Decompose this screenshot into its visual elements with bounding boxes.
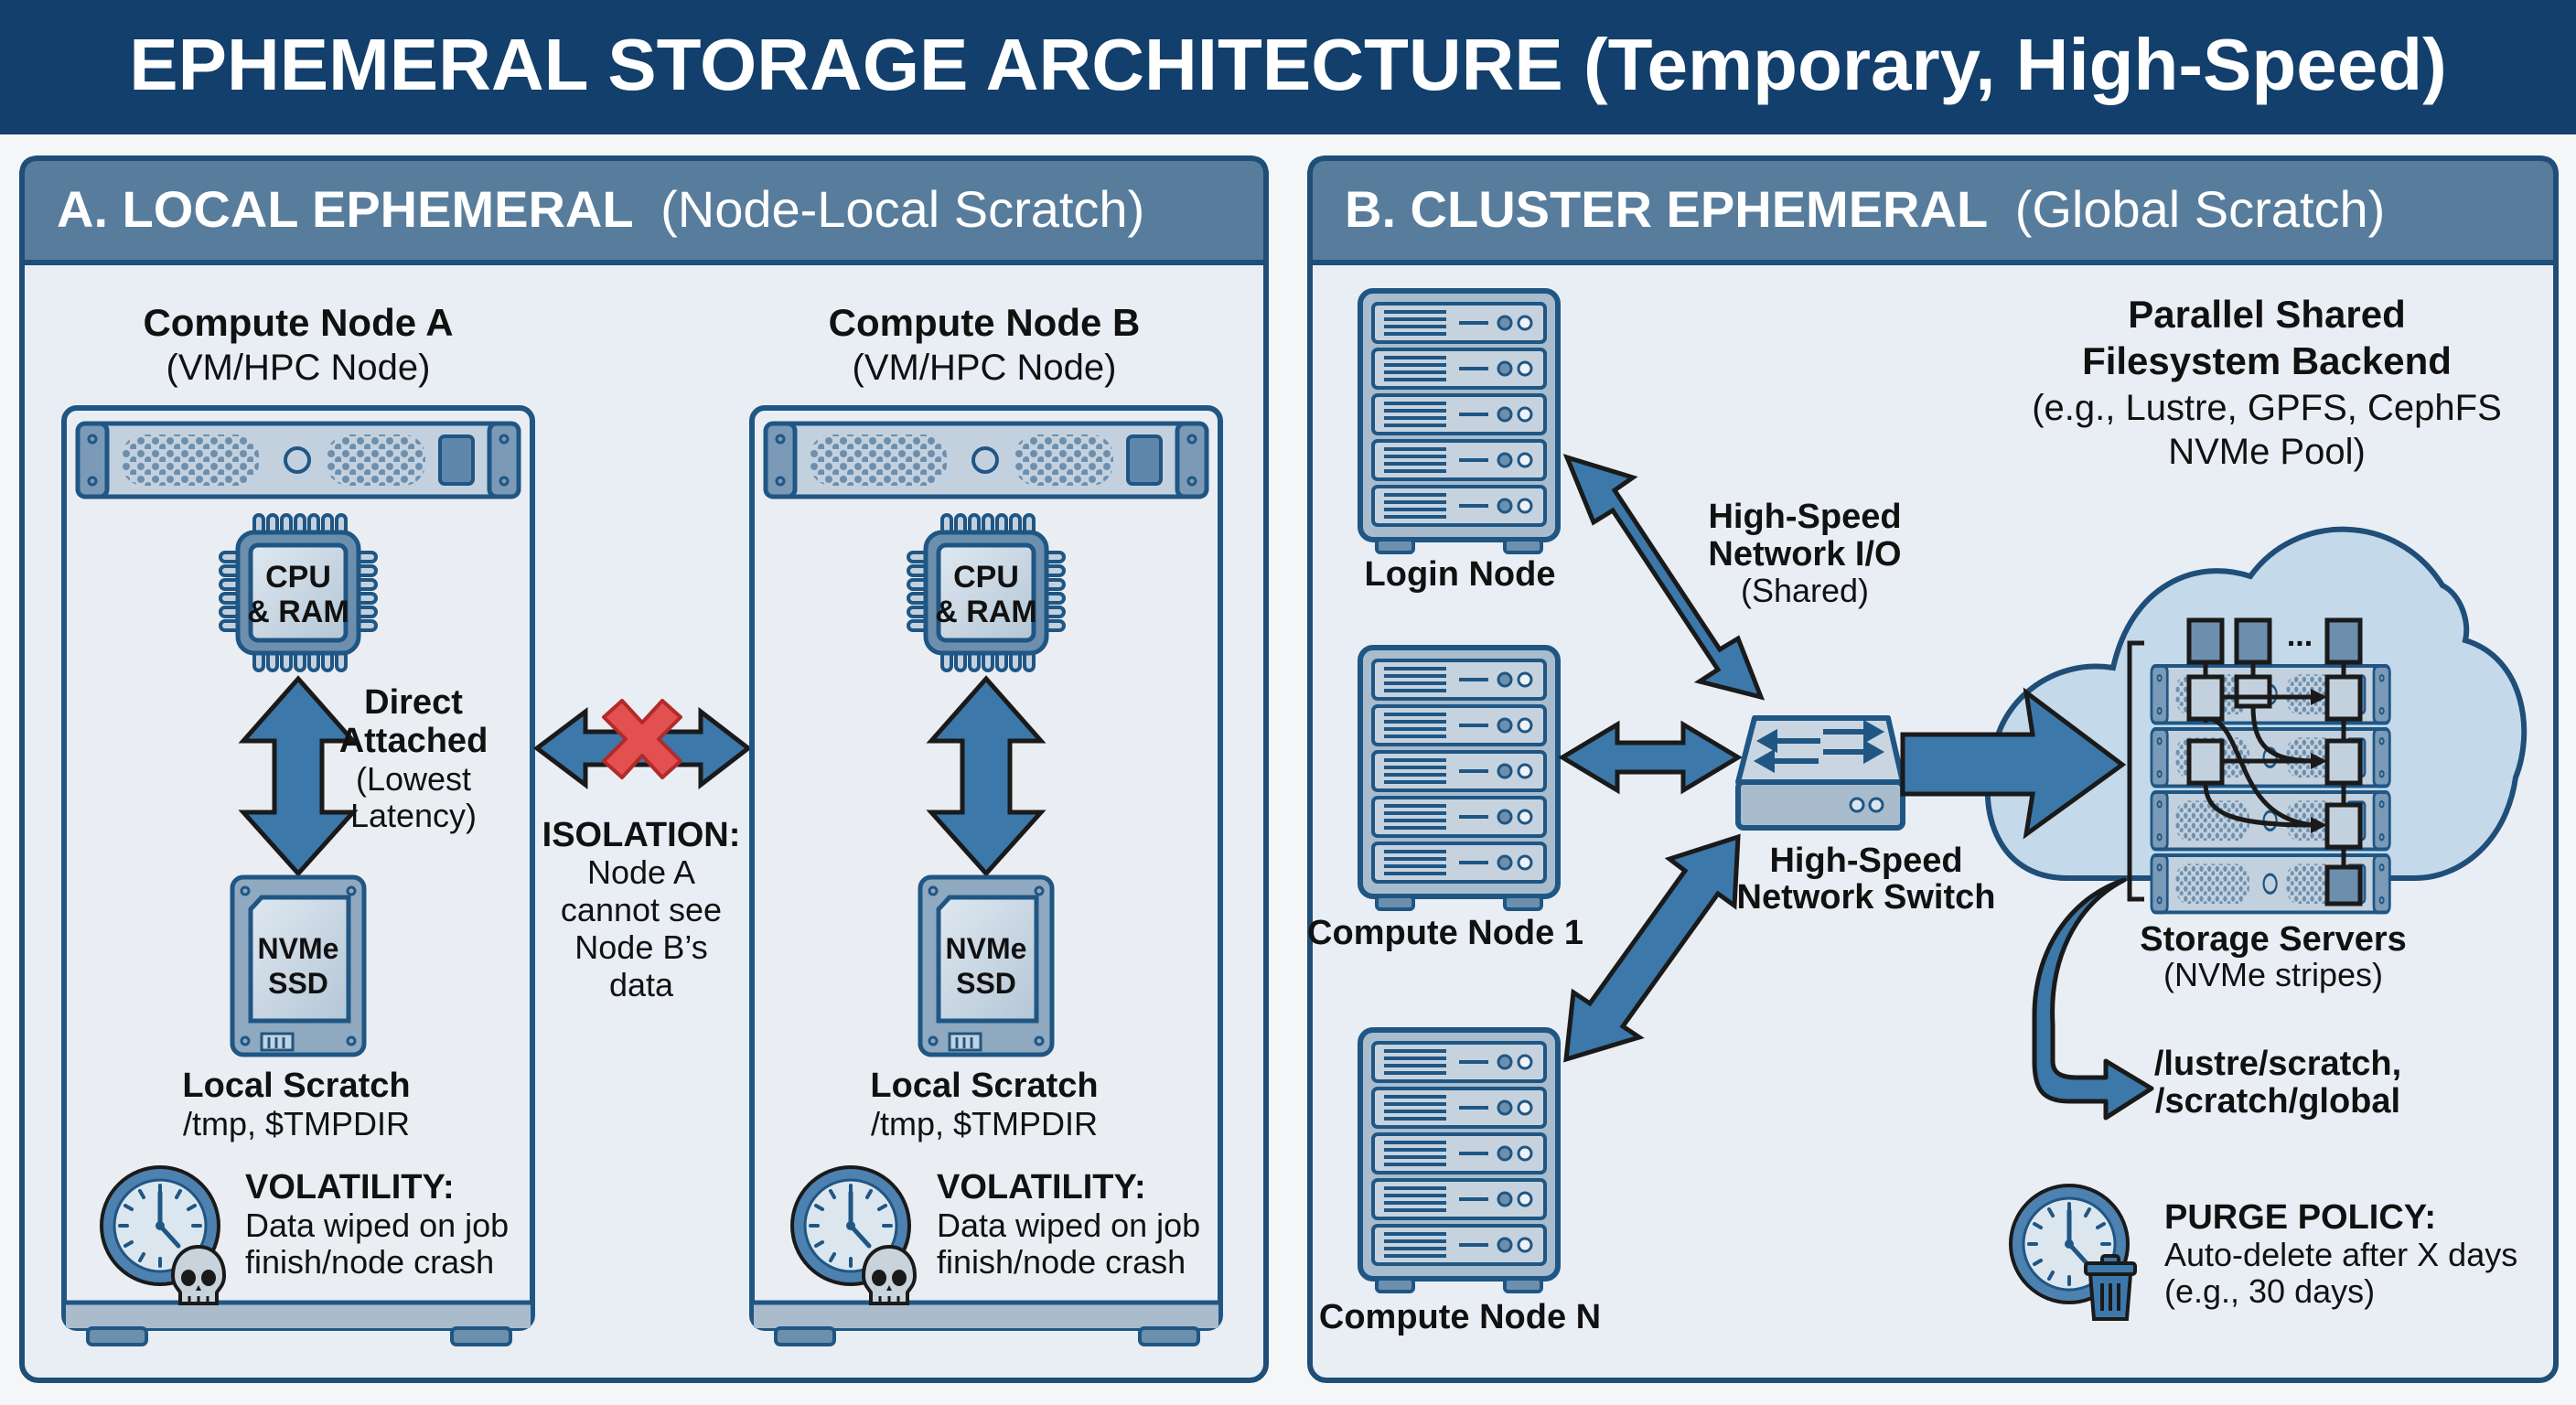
isolation-line4: data [609, 966, 674, 1003]
node-b-volatility-line2: finish/node crash [937, 1243, 1186, 1281]
node-b-scratch-title: Local Scratch [870, 1067, 1098, 1105]
title-band: EPHEMERAL STORAGE ARCHITECTURE (Temporar… [0, 0, 2576, 134]
node-a-base [66, 1303, 531, 1328]
double-arrow-vertical-icon [926, 675, 1046, 877]
ssd-label-line1: NVMe [258, 932, 339, 965]
node-b-volatility-title: VOLATILITY: [937, 1168, 1146, 1207]
node-a-foot [450, 1326, 512, 1346]
switch-label-line2: Network Switch [1737, 878, 1996, 917]
purge-policy-line1: Auto-delete after X days [2164, 1236, 2517, 1273]
panel-a-title-rest: (Node-Local Scratch) [660, 180, 1144, 238]
direct-attached-line1: Direct [364, 683, 463, 722]
storage-servers-icon: ... [2127, 617, 2392, 915]
cpu-label-line1: CPU [265, 560, 331, 595]
panel-a-title-bold: A. LOCAL EPHEMERAL [57, 180, 634, 238]
backend-label: Parallel Shared Filesystem Backend (e.g.… [2032, 293, 2502, 472]
double-arrow-vertical-icon [238, 675, 359, 877]
network-io-line1: High-Speed [1708, 498, 1901, 536]
panel-a-title: A. LOCAL EPHEMERAL (Node-Local Scratch) [57, 180, 1144, 238]
network-io-line3: (Shared) [1741, 572, 1869, 609]
compute-node-n-server-icon [1360, 1030, 1558, 1292]
purge-policy-title: PURGE POLICY: [2164, 1198, 2436, 1237]
compute-node-a: Compute Node A (VM/HPC Node) CPU & RAM D… [61, 301, 535, 1346]
backend-line2: Filesystem Backend [2082, 339, 2452, 382]
computeN-to-switch-arrow-icon [1563, 833, 1741, 1063]
storage-ellipsis: ... [2287, 618, 2313, 653]
isolation-line2: cannot see [561, 891, 722, 928]
direct-attached-line2: Attached [339, 722, 488, 760]
curved-arrow-icon [2032, 877, 2154, 1121]
node-b-title: Compute Node B [829, 301, 1141, 344]
node-b-rack-unit-icon [766, 424, 1207, 497]
purge-policy-line2: (e.g., 30 days) [2164, 1272, 2375, 1310]
panel-b-title: B. CLUSTER EPHEMERAL (Global Scratch) [1345, 180, 2385, 238]
node-a-volatility-line1: Data wiped on job [245, 1207, 509, 1244]
isolation-line1: Node A [587, 853, 695, 891]
scratch-path-line1: /lustre/scratch, [2154, 1045, 2401, 1083]
direct-attached-line3: (Lowest [356, 760, 471, 798]
node-b-subtitle: (VM/HPC Node) [853, 348, 1117, 388]
ssd-label-line1: NVMe [946, 932, 1027, 965]
scratch-path-line2: /scratch/global [2155, 1082, 2400, 1121]
network-io-label: High-Speed Network I/O (Shared) [1708, 498, 1901, 609]
backend-line1: Parallel Shared [2128, 293, 2406, 336]
isolation-title: ISOLATION: [542, 816, 741, 854]
panel-b-title-rest: (Global Scratch) [2015, 180, 2386, 238]
compute1-to-switch-arrow-icon [1558, 720, 1743, 795]
page-title: EPHEMERAL STORAGE ARCHITECTURE (Temporar… [129, 24, 2447, 105]
skull-icon [862, 1245, 917, 1305]
node-a-scratch-title: Local Scratch [182, 1067, 410, 1105]
isolation-block: ISOLATION: Node A cannot see Node B’s da… [532, 699, 753, 1003]
node-b-foot [774, 1326, 836, 1346]
isolation-line3: Node B’s [574, 928, 707, 966]
ssd-label-line2: SSD [268, 967, 328, 1000]
backend-line4: NVMe Pool) [2168, 432, 2366, 472]
node-a-scratch-paths: /tmp, $TMPDIR [183, 1105, 410, 1142]
storage-servers-title: Storage Servers [2140, 920, 2407, 959]
storage-servers-subtitle: (NVMe stripes) [2163, 956, 2383, 993]
node-a-rack-unit-icon [78, 424, 519, 497]
cpu-chip-icon: CPU & RAM [220, 515, 376, 670]
trash-icon [2084, 1254, 2137, 1321]
switch-label-line1: High-Speed [1769, 842, 1962, 880]
purge-policy: PURGE POLICY: Auto-delete after X days (… [2011, 1185, 2517, 1321]
ssd-label-line2: SSD [956, 967, 1016, 1000]
compute-node-1-server-icon [1360, 648, 1558, 909]
panel-b-title-bold: B. CLUSTER EPHEMERAL [1345, 180, 1988, 238]
login-node-server-icon [1360, 291, 1558, 552]
direct-attached-line4: Latency) [350, 797, 477, 834]
node-b-scratch-paths: /tmp, $TMPDIR [871, 1105, 1098, 1142]
backend-line3: (e.g., Lustre, GPFS, CephFS [2032, 388, 2502, 428]
direct-attached-label: Direct Attached (Lowest Latency) [339, 683, 488, 834]
node-a-subtitle: (VM/HPC Node) [166, 348, 431, 388]
nvme-ssd-icon: NVMe SSD [920, 877, 1052, 1055]
cpu-chip-icon: CPU & RAM [908, 515, 1064, 670]
node-b-foot [1138, 1326, 1200, 1346]
node-a-foot [86, 1326, 148, 1346]
node-b-volatility-line1: Data wiped on job [937, 1207, 1200, 1244]
node-a-volatility-line2: finish/node crash [245, 1243, 494, 1281]
node-a-volatility-title: VOLATILITY: [245, 1168, 455, 1207]
nvme-ssd-icon: NVMe SSD [232, 877, 364, 1055]
compute-node-1-label: Compute Node 1 [1307, 914, 1583, 952]
switch-to-storage-arrow-icon [1900, 687, 2127, 840]
node-a-title: Compute Node A [143, 301, 453, 344]
network-io-line2: Network I/O [1708, 535, 1901, 574]
skull-icon [171, 1245, 226, 1305]
login-node-label: Login Node [1365, 555, 1556, 594]
compute-node-b: Compute Node B (VM/HPC Node) CPU & RAM N… [749, 301, 1223, 1346]
blocked-x-icon [602, 699, 682, 779]
cpu-label-line2: & RAM [935, 595, 1036, 629]
cpu-label-line2: & RAM [247, 595, 349, 629]
cpu-label-line1: CPU [953, 560, 1019, 595]
network-switch-icon [1735, 715, 1905, 831]
compute-node-n-label: Compute Node N [1319, 1298, 1601, 1336]
login-to-switch-arrow-icon [1562, 454, 1766, 701]
node-b-base [754, 1303, 1218, 1328]
